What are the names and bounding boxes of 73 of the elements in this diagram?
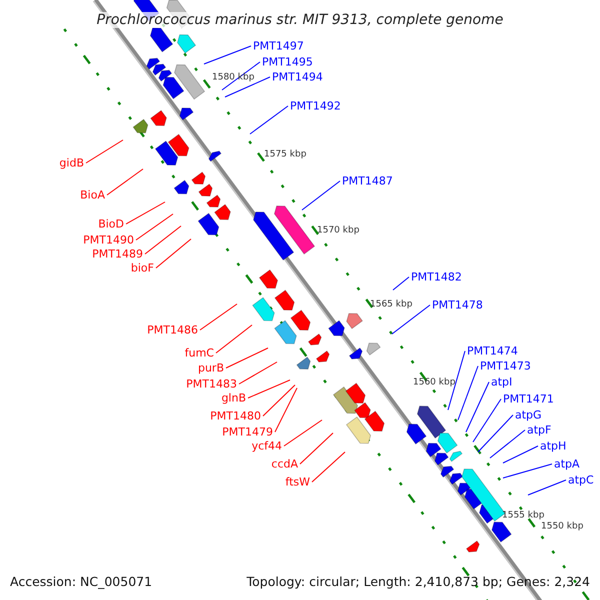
leader-line <box>200 304 238 330</box>
leader-line <box>302 180 340 210</box>
gene-label: bioF <box>130 262 154 274</box>
leader-line <box>300 432 334 464</box>
leader-line <box>274 388 298 432</box>
gene-label: ycf44 <box>252 440 282 452</box>
gene-label: atpH <box>540 440 566 452</box>
gene-label: ccdA <box>271 458 298 470</box>
gene-label: atpA <box>554 458 580 470</box>
gene-label: atpG <box>515 408 542 422</box>
leader-line <box>490 430 526 458</box>
leader-line <box>204 46 252 64</box>
scale-label: 1570 kbp <box>317 226 360 236</box>
leader-line <box>156 238 192 268</box>
gene-label: BioD <box>98 218 124 230</box>
gene-label: PMT1492 <box>290 100 341 112</box>
scale-label: 1560 kbp <box>413 378 456 388</box>
leader-line <box>502 446 538 464</box>
leader-line <box>448 350 466 410</box>
gene-label: PMT1479 <box>222 426 273 438</box>
leader-line <box>502 464 552 478</box>
gene-label: PMT1480 <box>210 410 261 422</box>
gene-label: PMT1474 <box>467 344 518 358</box>
gene-label: PMT1497 <box>253 40 304 52</box>
gene-label: atpC <box>568 474 594 486</box>
gene-label: PMT1490 <box>83 234 134 246</box>
gene-label: PMT1478 <box>432 298 483 312</box>
leader-line <box>466 382 490 432</box>
scale-label: 1575 kbp <box>264 150 306 160</box>
gene-label: purB <box>198 362 224 374</box>
gene-label: atpI <box>491 376 512 388</box>
gene-label: glnB <box>221 392 246 404</box>
gene-label: BioA <box>80 188 105 202</box>
gene-label: PMT1471 <box>503 392 554 406</box>
gene-label: PMT1473 <box>480 360 531 372</box>
gene-label: atpF <box>527 424 552 436</box>
leader-line <box>312 452 346 482</box>
leader-line <box>284 420 322 446</box>
leader-line <box>478 414 514 452</box>
leader-line <box>144 226 182 254</box>
scale-label: 1565 kbp <box>370 300 412 310</box>
accession-text: Accession: NC_005071 <box>10 574 152 589</box>
leader-line <box>238 362 278 384</box>
leader-line <box>392 304 430 334</box>
gene-label: PMT1495 <box>262 56 313 68</box>
leader-line <box>224 76 270 98</box>
leader-line <box>458 366 478 420</box>
leader-line <box>248 380 290 398</box>
gene-label: ftsW <box>285 476 310 488</box>
leader-line <box>528 480 566 496</box>
scale-label: 1550 kbp <box>541 522 584 532</box>
leader-line <box>136 214 174 240</box>
gene-label: PMT1489 <box>92 248 143 260</box>
leader-line <box>392 276 410 290</box>
gene-label: PMT1487 <box>342 174 393 188</box>
gene-label: PMT1483 <box>186 378 237 390</box>
leader-line <box>250 106 288 134</box>
scale-label: 1580 kbp <box>212 72 254 84</box>
leader-line <box>262 384 296 416</box>
leader-line <box>106 168 144 196</box>
gene-label: gidB <box>59 156 84 170</box>
leader-line <box>222 62 260 90</box>
leader-line <box>472 398 502 442</box>
gene-label: PMT1494 <box>272 70 323 84</box>
gene-label: PMT1486 <box>147 324 198 336</box>
scale-label: 1555 kbp <box>502 510 544 522</box>
leader-line <box>226 348 268 368</box>
gene-label: PMT1482 <box>411 270 462 284</box>
leader-line <box>86 140 124 164</box>
leader-line <box>126 202 166 224</box>
genome-info-text: Topology: circular; Length: 2,410,873 bp; Genes: 2,324 <box>246 574 590 589</box>
gene-label: fumC <box>184 346 214 360</box>
leader-line <box>216 324 252 354</box>
